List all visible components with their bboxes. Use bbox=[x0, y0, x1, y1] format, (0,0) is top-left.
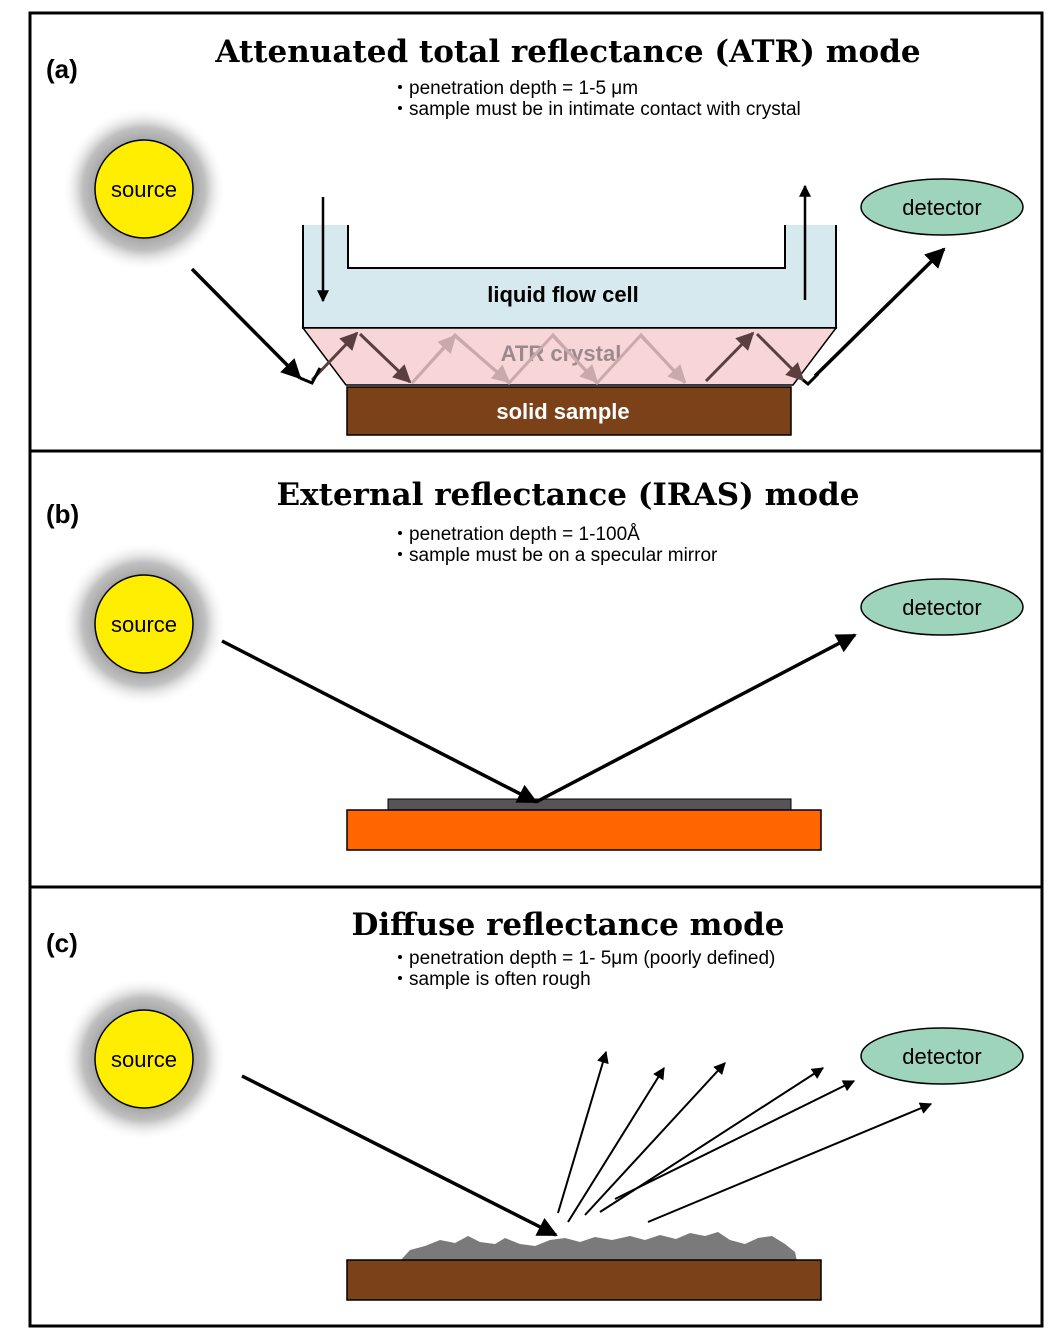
panel-b-bullet-1: penetration depth = 1-100Å bbox=[409, 524, 640, 545]
internal-reflection-arrow-4 bbox=[639, 334, 687, 384]
panel-c-bullet-dot-2 bbox=[398, 976, 402, 980]
panel-a-exit-beam bbox=[813, 247, 946, 378]
panel-b-bullet-2: sample must be on a specular mirror bbox=[409, 545, 718, 566]
panel-a-bullet-2: sample must be in intimate contact with … bbox=[409, 99, 801, 120]
panel-c-label: (c) bbox=[46, 928, 78, 958]
panel-a-source bbox=[94, 139, 194, 239]
panel-a-bullet-dot-1 bbox=[398, 85, 402, 89]
panel-b-detector-label: detector bbox=[902, 595, 982, 620]
internal-reflection-arrow-3 bbox=[551, 334, 599, 384]
specular-mirror bbox=[346, 809, 822, 851]
beam-reflect-right-down bbox=[755, 332, 805, 382]
panel-c-source bbox=[94, 1009, 194, 1109]
panel-c-incident-beam bbox=[241, 1074, 558, 1237]
beam-reflect-left-up bbox=[310, 331, 359, 382]
panel-a-bullet-dot-2 bbox=[398, 106, 402, 110]
panel-a-label: (a) bbox=[46, 54, 78, 84]
panel-b-source-label: source bbox=[111, 612, 177, 637]
figure-frame bbox=[28, 11, 1044, 1328]
panel-a-detector-label: detector bbox=[902, 195, 982, 220]
atr-crystal bbox=[301, 327, 838, 386]
internal-reflection-arrow-2 bbox=[454, 334, 511, 384]
panel-c-bullet-2: sample is often rough bbox=[409, 969, 591, 990]
panel-a-entry-kink bbox=[299, 367, 322, 385]
panel-a-detector bbox=[860, 178, 1024, 236]
panel-b-source bbox=[94, 574, 194, 674]
solid-sample-label: solid sample bbox=[496, 399, 629, 424]
panel-a-title: Attenuated total reflectance (ATR) mode bbox=[214, 34, 920, 70]
thin-film-layer bbox=[387, 798, 792, 811]
panel-b-bullet-dot-2 bbox=[398, 552, 402, 556]
panel-c-detector-label: detector bbox=[902, 1044, 982, 1069]
scattered-ray-5 bbox=[614, 1080, 856, 1200]
panel-b: (b) External reflectance (IRAS) mode pen… bbox=[46, 477, 1024, 851]
panel-c-title: Diffuse reflectance mode bbox=[351, 907, 784, 943]
solid-sample bbox=[346, 386, 792, 436]
panel-c-bullet-1: penetration depth = 1- 5μm (poorly defin… bbox=[409, 948, 775, 969]
panel-b-incident-beam bbox=[221, 639, 538, 804]
panel-c-bullet-dot-1 bbox=[398, 955, 402, 959]
scattered-ray-6 bbox=[647, 1102, 933, 1223]
panel-a: (a) Attenuated total reflectance (ATR) m… bbox=[46, 34, 1024, 436]
liquid-flow-cell-label: liquid flow cell bbox=[487, 282, 639, 307]
panel-a-source-label: source bbox=[111, 177, 177, 202]
panel-c: (c) Diffuse reflectance mode penetration… bbox=[46, 907, 1024, 1301]
panel-b-detector bbox=[860, 578, 1024, 636]
panel-b-bullet-dot-1 bbox=[398, 531, 402, 535]
panel-b-label: (b) bbox=[46, 499, 79, 529]
scattered-ray-3 bbox=[584, 1062, 726, 1216]
panel-b-title: External reflectance (IRAS) mode bbox=[277, 477, 860, 513]
beam-reflect-left-down bbox=[358, 332, 412, 384]
panel-c-detector bbox=[860, 1027, 1024, 1085]
internal-reflection-arrow-1 bbox=[410, 334, 457, 385]
rough-sample-surface bbox=[400, 1232, 797, 1261]
panel-b-reflected-beam bbox=[535, 633, 857, 804]
sample-substrate bbox=[346, 1259, 822, 1301]
beam-reflect-right-up bbox=[704, 331, 755, 383]
panel-a-incident-beam bbox=[190, 267, 302, 380]
panel-a-exit-kink bbox=[802, 372, 820, 387]
scattered-ray-2 bbox=[567, 1066, 665, 1223]
panel-a-bullet-1: penetration depth = 1-5 μm bbox=[409, 78, 638, 99]
panel-c-source-label: source bbox=[111, 1047, 177, 1072]
liquid-flow-cell bbox=[303, 225, 836, 328]
scattered-ray-1 bbox=[557, 1050, 609, 1214]
